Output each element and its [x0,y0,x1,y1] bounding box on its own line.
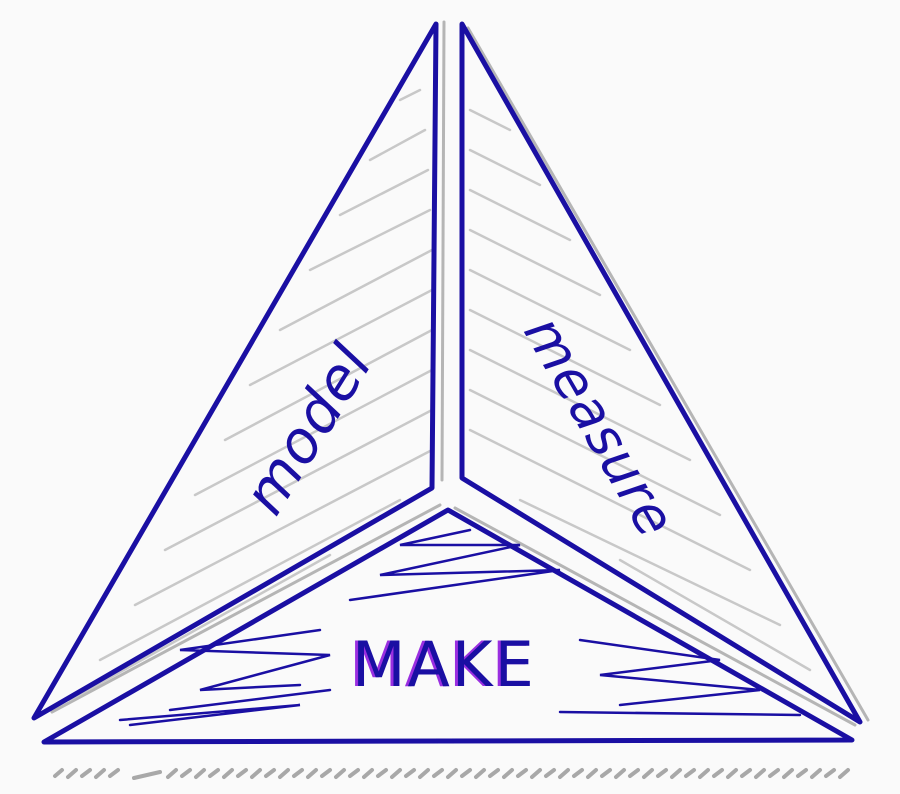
bottom-face-scribbles [118,528,802,727]
shadow-outline [50,20,870,727]
right-face-hatching [468,108,812,672]
left-face-hatching [68,88,434,702]
face-label-make: MAKE [352,628,536,701]
ground-shadow [53,768,850,780]
pyramid-outline [31,21,863,745]
